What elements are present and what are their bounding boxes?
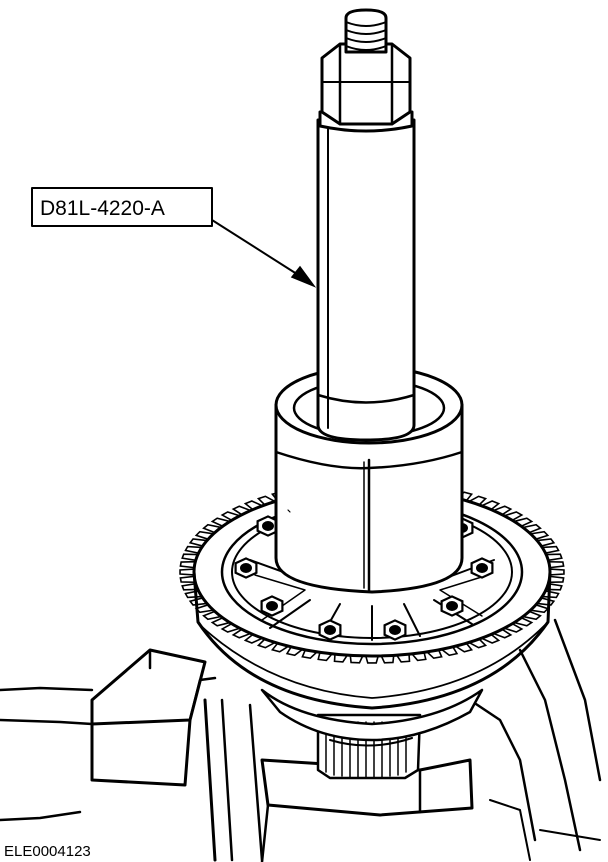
callout-leader-line bbox=[211, 219, 301, 277]
tool-shaft bbox=[316, 110, 416, 442]
ring-gear-bolts bbox=[234, 515, 494, 641]
tool-number-label: D81L-4220-A bbox=[40, 197, 165, 220]
figure-id-label: ELE0004123 bbox=[4, 843, 91, 860]
tool-hex-nut bbox=[320, 42, 412, 126]
gear-tooth bbox=[179, 568, 195, 576]
bolt-head bbox=[440, 595, 464, 617]
callout-arrowhead bbox=[290, 265, 317, 288]
tool-callout: D81L-4220-A bbox=[31, 187, 317, 288]
bolt-head bbox=[383, 619, 407, 641]
transaxle-housing bbox=[0, 618, 602, 862]
bolt-head bbox=[470, 557, 494, 579]
bolt-head bbox=[234, 557, 258, 579]
callout-box bbox=[31, 187, 213, 227]
gear-tooth bbox=[549, 568, 565, 576]
bolt-head bbox=[260, 595, 284, 617]
differential-carrier bbox=[234, 515, 495, 641]
tool-threaded-end bbox=[344, 8, 388, 54]
bolt-head bbox=[318, 619, 342, 641]
